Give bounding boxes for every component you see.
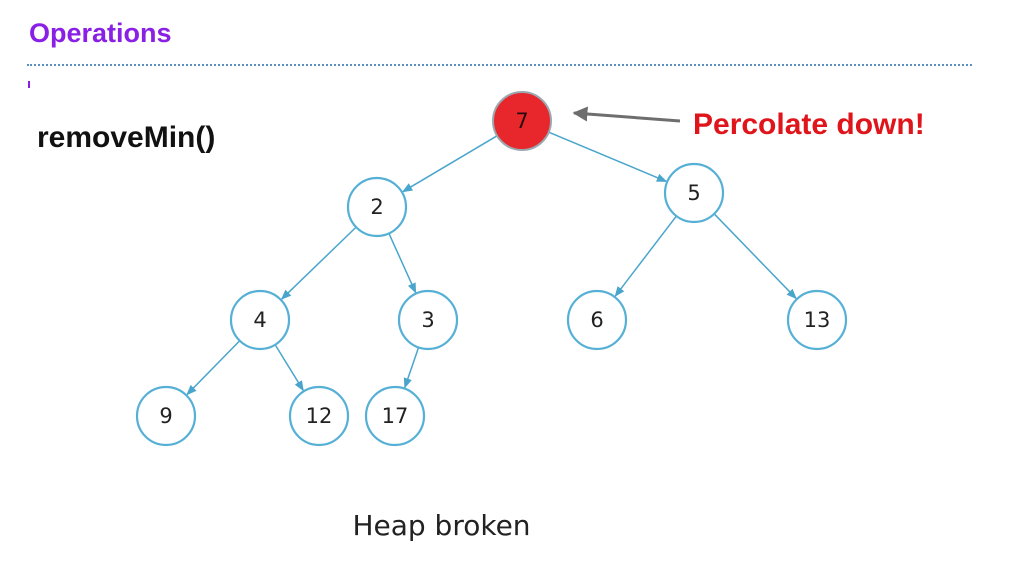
node-circle xyxy=(364,385,426,447)
tree-edge xyxy=(388,233,417,294)
callout-arrow xyxy=(572,106,681,123)
heap-node: 13 xyxy=(786,289,848,351)
callout-text: Percolate down! xyxy=(693,108,925,141)
heap-node: 17 xyxy=(364,385,426,447)
node-circle xyxy=(135,385,197,447)
heap-node: 5 xyxy=(663,162,725,224)
node-value: 3 xyxy=(421,308,434,332)
heap-node: 12 xyxy=(288,385,350,447)
heap-node: 6 xyxy=(566,289,628,351)
node-value: 4 xyxy=(253,308,266,332)
title-divider xyxy=(27,64,972,66)
tree-edge xyxy=(548,131,668,183)
tree-edge xyxy=(280,226,357,300)
node-value: 2 xyxy=(370,195,383,219)
node-circle xyxy=(346,176,408,238)
operation-name: removeMin() xyxy=(37,121,216,154)
diagram-caption: Heap broken xyxy=(352,509,531,542)
node-value: 5 xyxy=(687,181,700,205)
node-circle xyxy=(229,289,291,351)
heap-node-broken: 7 xyxy=(492,91,552,151)
heap-node: 4 xyxy=(229,289,291,351)
node-value: 6 xyxy=(590,308,603,332)
node-value: 12 xyxy=(306,404,333,428)
heap-node: 3 xyxy=(397,289,459,351)
node-circle xyxy=(786,289,848,351)
node-circle xyxy=(663,162,725,224)
node-value: 7 xyxy=(515,109,528,133)
heap-node: 2 xyxy=(346,176,408,238)
slide-title: Operations xyxy=(29,18,172,48)
tree-edge xyxy=(713,213,797,300)
tree-edge xyxy=(403,347,420,389)
heap-edges xyxy=(186,131,797,396)
node-value: 13 xyxy=(804,308,831,332)
node-value: 17 xyxy=(382,404,409,428)
node-value: 9 xyxy=(159,404,172,428)
bullet-mark xyxy=(28,81,30,88)
tree-edge xyxy=(401,135,498,193)
tree-edge xyxy=(186,340,241,396)
tree-edge xyxy=(274,344,304,392)
node-circle xyxy=(492,91,552,151)
tree-edge xyxy=(614,215,677,297)
node-circle xyxy=(397,289,459,351)
node-circle xyxy=(288,385,350,447)
node-circle xyxy=(566,289,628,351)
heap-nodes: 7 2 5 4 3 6 13 9 12 17 xyxy=(135,91,848,447)
heap-node: 9 xyxy=(135,385,197,447)
